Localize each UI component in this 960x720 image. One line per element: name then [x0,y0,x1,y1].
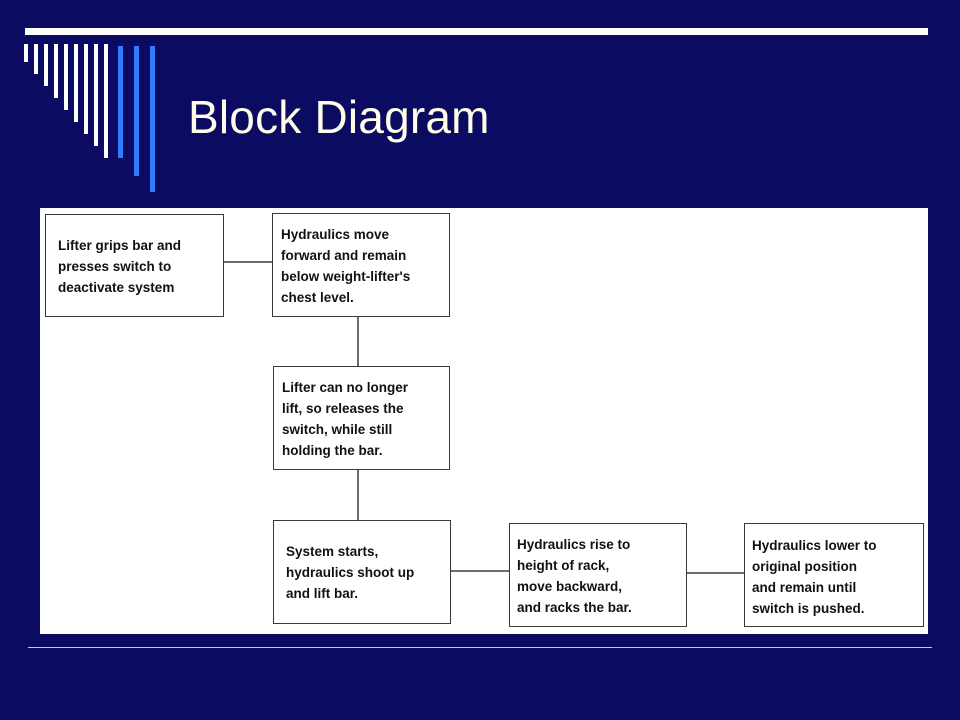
slide-title: Block Diagram [188,91,490,143]
node-system-starts: System starts, hydraulics shoot up and l… [273,520,451,624]
decorative-stripes [24,44,155,192]
node-hydraulics-move-forward: Hydraulics move forward and remain below… [272,213,450,317]
node-lifter-grips-bar: Lifter grips bar and presses switch to d… [45,214,224,317]
node-hydraulics-rise: Hydraulics rise to height of rack, move … [509,523,687,627]
top-rule [25,28,928,35]
block-diagram: Lifter grips bar and presses switch to d… [40,208,928,634]
diagram-connectors [224,261,744,574]
node-hydraulics-lower: Hydraulics lower to original position an… [744,523,924,627]
bottom-rule [28,647,932,648]
node-lifter-releases-switch: Lifter can no longer lift, so releases t… [273,366,450,470]
